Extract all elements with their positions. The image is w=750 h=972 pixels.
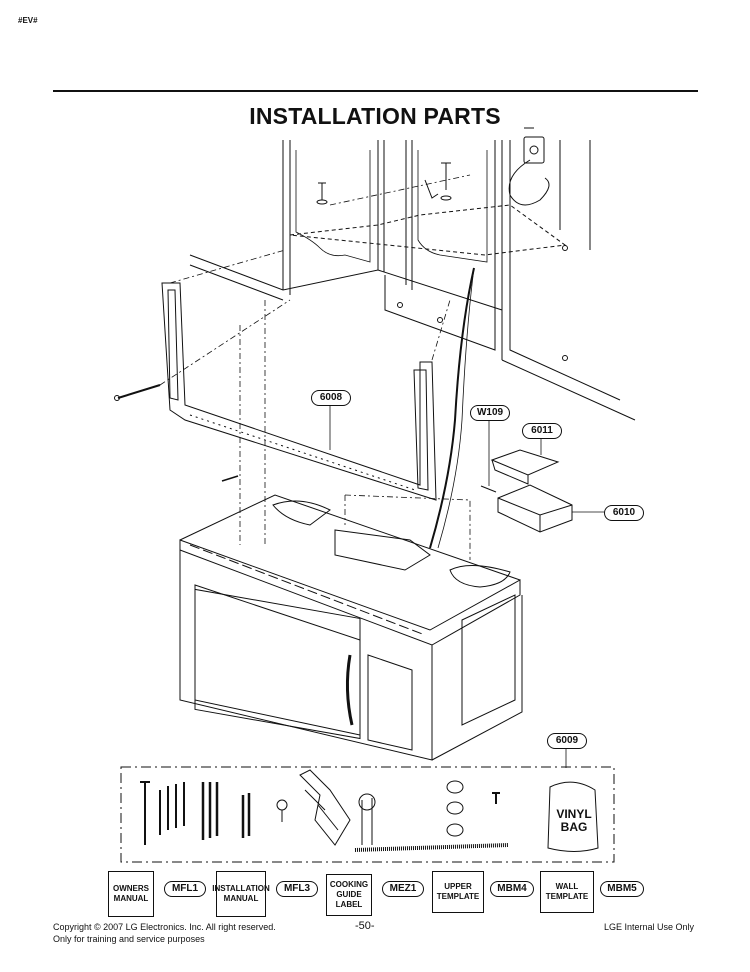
cabinet-screws (316, 127, 534, 205)
alignment-guides (159, 174, 471, 560)
owners-manual-line1: OWNERS (113, 884, 149, 893)
callout-6010: 6010 (604, 505, 644, 521)
code-mbm4: MBM4 (490, 881, 534, 897)
microwave-drawing (179, 494, 523, 761)
code-mbm5: MBM5 (600, 881, 644, 897)
callout-6009: 6009 (547, 733, 587, 749)
installation-manual-line2: MANUAL (223, 894, 259, 903)
parts-kit-frame (120, 766, 615, 863)
callout-6008: 6008 (311, 390, 351, 406)
vinyl-bag-line2: BAG (560, 820, 588, 834)
power-cord-drawing (429, 136, 550, 549)
cooking-guide-line1: COOKING (329, 880, 369, 889)
footer-copyright: Copyright © 2007 LG Electronics. Inc. Al… (53, 922, 276, 932)
header-rule (53, 90, 698, 92)
vent-bracket-drawing (480, 449, 573, 533)
page-number: -50- (355, 920, 375, 932)
upper-template-line1: UPPER (444, 882, 472, 891)
cooking-guide-line2: GUIDE (336, 890, 362, 899)
upper-cabinet-drawing (189, 140, 636, 421)
installation-manual-line1: INSTALLATION (212, 884, 270, 893)
wall-template-line2: TEMPLATE (545, 892, 589, 901)
wall-template-line1: WALL (555, 882, 579, 891)
footer-training-note: Only for training and service purposes (53, 934, 205, 944)
callout-leaders (329, 403, 604, 768)
hardware-drawing (140, 769, 599, 852)
callout-6011: 6011 (522, 423, 562, 439)
vinyl-bag-label: VINYL BAG (551, 808, 597, 834)
page-title: INSTALLATION PARTS (249, 103, 501, 129)
code-mfl3: MFL3 (276, 881, 318, 897)
page-tag: #EV# (18, 16, 38, 25)
owners-manual-line2: MANUAL (113, 894, 149, 903)
upper-template-line2: TEMPLATE (436, 892, 480, 901)
callout-w109: W109 (470, 405, 510, 421)
cooking-guide-line3: LABEL (335, 900, 363, 909)
code-mfl1: MFL1 (164, 881, 206, 897)
vinyl-bag-line1: VINYL (556, 807, 592, 821)
mounting-plate-drawing (114, 282, 437, 501)
footer-internal: LGE Internal Use Only (604, 922, 695, 932)
code-mez1: MEZ1 (382, 881, 424, 897)
